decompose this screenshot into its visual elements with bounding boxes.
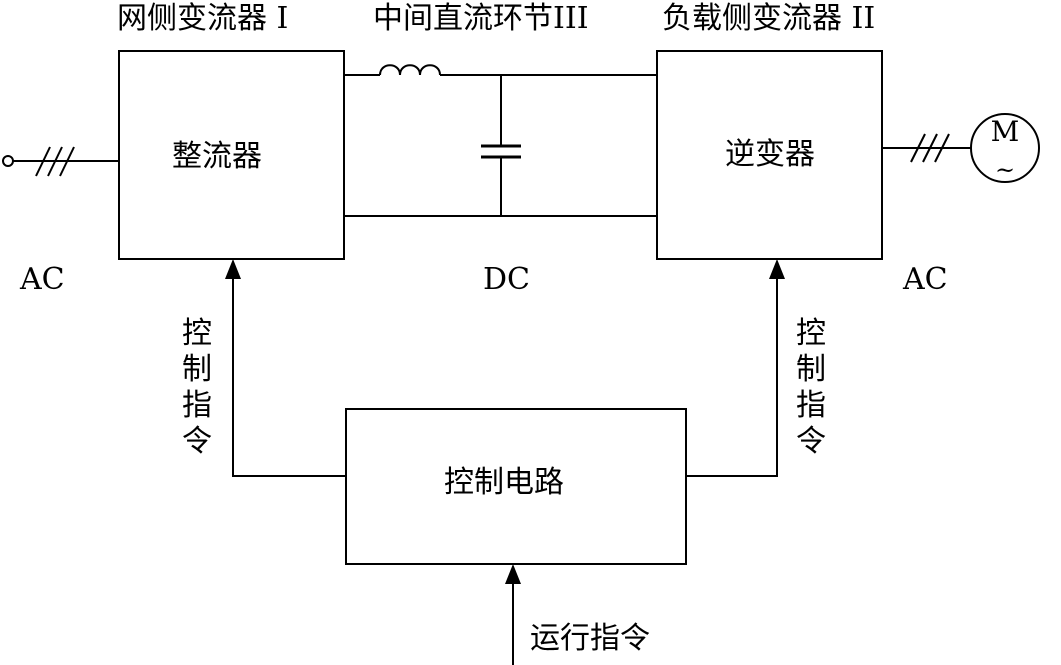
motor-tilde: ~ bbox=[994, 156, 1016, 184]
arrow-to-control-circuit bbox=[505, 564, 521, 584]
run-command-label: 运行指令 bbox=[530, 621, 650, 656]
control-path-left bbox=[232, 276, 346, 477]
motor-circle bbox=[970, 113, 1040, 183]
dc-label: DC bbox=[483, 262, 531, 297]
rectifier-box bbox=[118, 50, 345, 260]
rectifier-label: 整流器 bbox=[172, 139, 262, 174]
control-command-left: 控 制 指 令 bbox=[182, 316, 212, 459]
load-converter-title: 负载侧变流器 II bbox=[662, 1, 876, 36]
control-command-right: 控 制 指 令 bbox=[796, 316, 826, 459]
motor-label: M bbox=[990, 115, 1020, 148]
control-circuit-label: 控制电路 bbox=[444, 465, 564, 500]
ac-left-label: AC bbox=[20, 262, 65, 297]
arrow-to-inverter bbox=[769, 259, 785, 279]
arrow-to-rectifier bbox=[225, 259, 241, 279]
ac-input-terminal bbox=[2, 155, 14, 167]
dc-link-title: 中间直流环节III bbox=[373, 1, 589, 36]
inverter-label: 逆变器 bbox=[725, 137, 815, 172]
ac-right-label: AC bbox=[903, 262, 948, 297]
ac-output-three-phase-marks bbox=[910, 133, 950, 163]
ac-input-three-phase-marks bbox=[35, 146, 75, 177]
inverter-box bbox=[656, 50, 883, 260]
control-path-right bbox=[686, 276, 778, 477]
control-circuit-box bbox=[345, 408, 687, 565]
inductor bbox=[379, 64, 441, 76]
grid-converter-title: 网侧变流器 I bbox=[117, 1, 289, 36]
